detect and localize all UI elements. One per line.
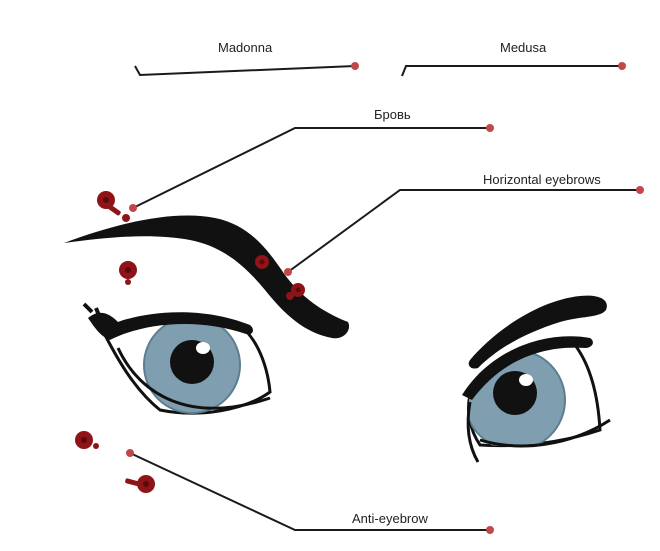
horizontal-eyebrows-label: Horizontal eyebrows bbox=[483, 172, 601, 187]
medusa-marker bbox=[618, 62, 626, 70]
madonna-leader-line bbox=[134, 65, 356, 77]
left-eyebrow bbox=[64, 215, 350, 339]
medusa-label: Medusa bbox=[500, 40, 547, 55]
anti-eyebrow-label: Anti-eyebrow bbox=[352, 511, 428, 526]
brov-leader-line bbox=[132, 127, 490, 209]
bead-piercing-icon bbox=[119, 261, 137, 285]
brov-label: Бровь bbox=[374, 107, 411, 122]
anti-eyebrow-start-marker bbox=[126, 449, 134, 457]
anti-eyebrow-leader-line bbox=[129, 452, 490, 531]
bead-piercing-icon bbox=[125, 475, 155, 493]
right-eye bbox=[462, 336, 611, 463]
horizontal-eyebrows-marker bbox=[636, 186, 644, 194]
bead-piercing-icon bbox=[97, 191, 130, 222]
medusa-leader-line bbox=[401, 65, 622, 77]
madonna-marker bbox=[351, 62, 359, 70]
bead-piercing-icon bbox=[255, 255, 305, 300]
right-eyebrow bbox=[468, 295, 607, 369]
brov-marker bbox=[486, 124, 494, 132]
horizontal-eyebrows-leader-line bbox=[287, 189, 640, 273]
anti-eyebrow-marker bbox=[486, 526, 494, 534]
brov-start-marker bbox=[129, 204, 137, 212]
left-eye bbox=[82, 302, 272, 415]
madonna-label: Madonna bbox=[218, 40, 273, 55]
bead-piercing-icon bbox=[75, 431, 99, 449]
horizontal-eyebrows-start-marker bbox=[284, 268, 292, 276]
